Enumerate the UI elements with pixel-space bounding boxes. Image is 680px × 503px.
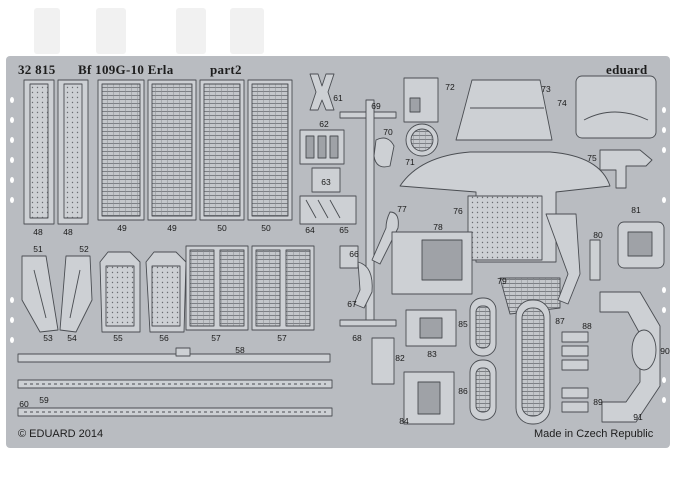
part-number-label: 67 [347, 299, 357, 309]
part-82 [371, 337, 395, 385]
part-61 [309, 73, 335, 111]
part-number-label: 83 [427, 349, 437, 359]
part-number-label: 66 [349, 249, 359, 259]
ghost-shape [34, 8, 60, 54]
part-number-label: 81 [631, 205, 641, 215]
part-number-label: 91 [633, 412, 643, 422]
part-63 [311, 167, 341, 193]
part-number-label: 65 [339, 225, 349, 235]
origin-text: Made in Czech Republic [534, 428, 654, 440]
part-64-65 [299, 195, 357, 225]
part-90-91 [599, 291, 661, 423]
part-number-label: 90 [660, 346, 670, 356]
part-67 [353, 261, 373, 309]
brand-name: eduard [606, 62, 648, 77]
part-number-label: 76 [453, 206, 463, 216]
part-number-label: 57 [211, 333, 221, 343]
part-number-label: 49 [117, 223, 127, 233]
part-72 [403, 77, 439, 123]
part-number-label: 69 [371, 101, 381, 111]
copyright-text: © EDUARD 2014 [18, 428, 104, 440]
part-number-label: 78 [433, 222, 443, 232]
part-68 [339, 319, 397, 327]
part-70 [373, 137, 395, 168]
part-number-label: 80 [593, 230, 603, 240]
part-number-label: 84 [399, 416, 409, 426]
ghost-shape [96, 8, 126, 54]
part-number-label: 50 [217, 223, 227, 233]
part-73 [455, 79, 553, 141]
part-number-label: 68 [352, 333, 362, 343]
catalog-number: 32 815 [18, 62, 56, 77]
part-number-label: 73 [541, 84, 551, 94]
part-number-label: 72 [445, 82, 455, 92]
part-number-label: 59 [39, 395, 49, 405]
part-number-label: 88 [582, 321, 592, 331]
part-number-label: 77 [397, 204, 407, 214]
part-number-label: 55 [113, 333, 123, 343]
part-number-label: 61 [333, 93, 343, 103]
part-number-label: 87 [555, 316, 565, 326]
part-77 [371, 211, 399, 265]
part-number-label: 64 [305, 225, 315, 235]
part-52-54 [59, 255, 93, 333]
part-number-label: 70 [383, 127, 393, 137]
part-number-label: 60 [19, 399, 29, 409]
part-88-89 [561, 331, 589, 413]
part-number-label: 85 [458, 319, 468, 329]
part-58 [17, 353, 331, 363]
part-number-label: 50 [261, 223, 271, 233]
part-number-label: 75 [587, 153, 597, 163]
part-number-label: 71 [405, 157, 415, 167]
part-number-label: 48 [33, 227, 43, 237]
part-number-label: 79 [497, 276, 507, 286]
part-number-label: 48 [63, 227, 73, 237]
part-number-label: 49 [167, 223, 177, 233]
part-number-label: 82 [395, 353, 405, 363]
part-number-label: 89 [593, 397, 603, 407]
part-74 [575, 75, 657, 139]
part-number-label: 53 [43, 333, 53, 343]
part-75 [599, 149, 653, 189]
part-number-label: 63 [321, 177, 331, 187]
part-label: part2 [210, 62, 242, 77]
ghost-shape [176, 8, 206, 54]
part-number-label: 51 [33, 244, 43, 254]
part-number-label: 54 [67, 333, 77, 343]
part-number-label: 57 [277, 333, 287, 343]
part-number-label: 56 [159, 333, 169, 343]
part-66 [339, 245, 359, 269]
ghost-shape [230, 8, 264, 54]
model-name: Bf 109G-10 Erla [78, 62, 174, 77]
part-number-label: 86 [458, 386, 468, 396]
part-80 [589, 239, 601, 281]
part-number-label: 74 [557, 98, 567, 108]
part-number-label: 62 [319, 119, 329, 129]
part-number-label: 58 [235, 345, 245, 355]
part-number-label: 52 [79, 244, 89, 254]
